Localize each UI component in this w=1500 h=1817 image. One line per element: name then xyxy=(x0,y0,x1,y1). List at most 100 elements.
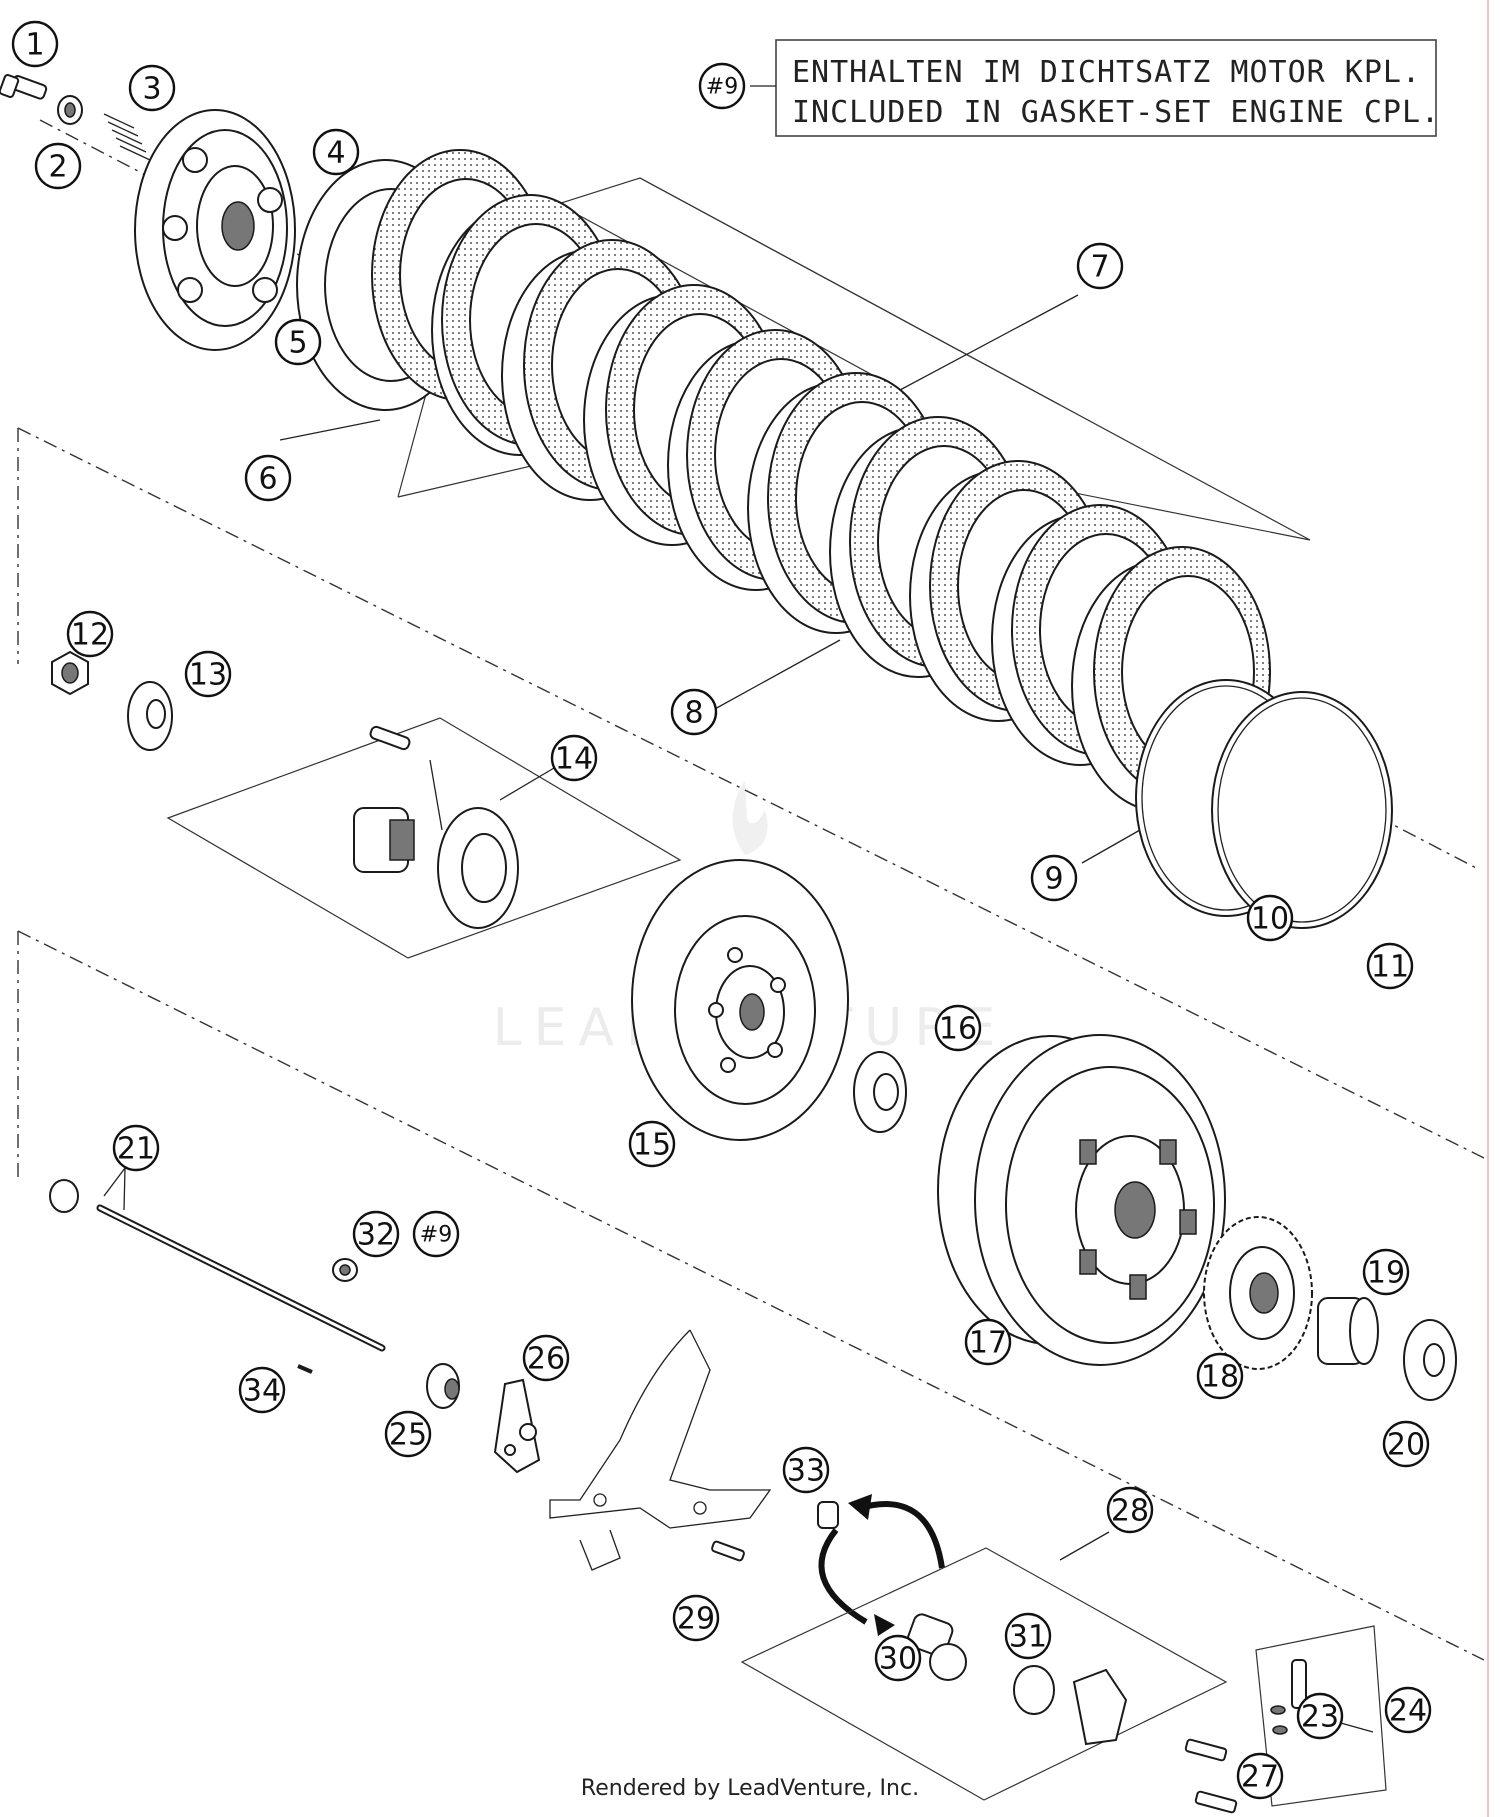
svg-text:33: 33 xyxy=(787,1454,825,1489)
callout-8: 8 xyxy=(670,688,718,736)
callout-13: 13 xyxy=(184,650,232,698)
screws-27 xyxy=(1184,1738,1238,1814)
svg-text:7: 7 xyxy=(1090,250,1109,285)
svg-text:25: 25 xyxy=(389,1418,427,1453)
svg-text:8: 8 xyxy=(684,696,703,731)
callout-31: 31 xyxy=(1004,1612,1052,1660)
footer-credit: Rendered by LeadVenture, Inc. xyxy=(580,1776,920,1801)
rotation-arrow xyxy=(818,1494,945,1636)
nut-12 xyxy=(51,650,89,696)
svg-text:#9: #9 xyxy=(420,1223,452,1248)
callout-1: 1 xyxy=(11,20,59,68)
callout-11: 11 xyxy=(1366,942,1414,990)
callout-21: 21 xyxy=(112,1124,160,1172)
callout-18: 18 xyxy=(1196,1352,1244,1400)
svg-text:#9: #9 xyxy=(706,75,738,100)
callout-32: 32 xyxy=(352,1210,400,1258)
pressure-plate-4 xyxy=(134,109,296,351)
svg-text:24: 24 xyxy=(1389,1694,1427,1729)
callout-7: 7 xyxy=(1076,242,1124,290)
svg-text:13: 13 xyxy=(189,658,227,693)
svg-text:15: 15 xyxy=(633,1128,671,1163)
callout-23: 23 xyxy=(1296,1692,1344,1740)
callout-20: 20 xyxy=(1382,1420,1430,1468)
svg-text:19: 19 xyxy=(1367,1256,1405,1291)
callout-3: 3 xyxy=(128,64,176,112)
push-rod-21 xyxy=(49,1179,386,1352)
inner-hub-15 xyxy=(631,859,849,1141)
callout-4: 4 xyxy=(312,128,360,176)
svg-text:3: 3 xyxy=(142,72,161,107)
callout-28: 28 xyxy=(1106,1486,1154,1534)
callout-2: 2 xyxy=(34,142,82,190)
svg-text:30: 30 xyxy=(879,1642,917,1677)
callout-5: 5 xyxy=(274,318,322,366)
callout-14: 14 xyxy=(550,734,598,782)
ring-11 xyxy=(1211,691,1393,929)
svg-text:20: 20 xyxy=(1387,1428,1425,1463)
washer-2 xyxy=(57,95,83,125)
callout-15: 15 xyxy=(628,1120,676,1168)
svg-text:21: 21 xyxy=(117,1132,155,1167)
svg-text:4: 4 xyxy=(326,136,345,171)
callout-33: 33 xyxy=(782,1446,830,1494)
svg-text:29: 29 xyxy=(677,1602,715,1637)
callout-6: 6 xyxy=(244,454,292,502)
callout-26: 26 xyxy=(522,1334,570,1382)
callout-10: 10 xyxy=(1246,894,1294,942)
callout-34: 34 xyxy=(238,1366,286,1414)
gear-18 xyxy=(1203,1216,1313,1370)
pin-34 xyxy=(297,1364,313,1374)
note-line-1: ENTHALTEN IM DICHTSATZ MOTOR KPL. xyxy=(792,55,1421,90)
svg-text:11: 11 xyxy=(1371,950,1409,985)
callout-29: 29 xyxy=(672,1594,720,1642)
svg-text:1: 1 xyxy=(25,28,44,63)
svg-text:10: 10 xyxy=(1251,902,1289,937)
callout-9: 9 xyxy=(1030,854,1078,902)
callout-16: 16 xyxy=(934,1004,982,1052)
svg-text:23: 23 xyxy=(1301,1700,1339,1735)
svg-text:2: 2 xyxy=(48,150,67,185)
svg-text:34: 34 xyxy=(243,1374,281,1409)
callout-24: 24 xyxy=(1384,1686,1432,1734)
callout-25: 25 xyxy=(384,1410,432,1458)
thrust-washer-16 xyxy=(853,1051,907,1133)
release-lever-26 xyxy=(493,1378,541,1474)
svg-text:17: 17 xyxy=(969,1326,1007,1361)
svg-text:32: 32 xyxy=(357,1218,395,1253)
washer-20 xyxy=(1403,1319,1457,1401)
svg-text:6: 6 xyxy=(258,462,277,497)
seal-32 xyxy=(332,1258,358,1282)
svg-text:28: 28 xyxy=(1111,1494,1149,1529)
screw-29 xyxy=(711,1540,745,1562)
pressure-cap-screw xyxy=(0,74,48,100)
svg-text:31: 31 xyxy=(1009,1620,1047,1655)
damper-assembly-14 xyxy=(166,717,682,959)
callout-30: 30 xyxy=(874,1634,922,1682)
svg-text:27: 27 xyxy=(1241,1760,1279,1795)
callout-27: 27 xyxy=(1236,1752,1284,1800)
svg-text:5: 5 xyxy=(288,326,307,361)
callout-hash-9: #9 xyxy=(412,1210,460,1258)
callout-17: 17 xyxy=(964,1318,1012,1366)
callout-12: 12 xyxy=(66,610,114,658)
pin-33 xyxy=(817,1501,839,1529)
svg-text:16: 16 xyxy=(939,1012,977,1047)
clutch-basket-17 xyxy=(937,1034,1226,1366)
needle-bearing-19 xyxy=(1317,1297,1379,1365)
gasket-set-note: ENTHALTEN IM DICHTSATZ MOTOR KPL. INCLUD… xyxy=(750,39,1440,137)
bearing-25 xyxy=(426,1363,460,1409)
svg-text:18: 18 xyxy=(1201,1360,1239,1395)
callout-note-ref: #9 xyxy=(698,62,746,110)
callout-19: 19 xyxy=(1362,1248,1410,1296)
svg-text:26: 26 xyxy=(527,1342,565,1377)
svg-text:12: 12 xyxy=(71,618,109,653)
spring-3 xyxy=(103,113,151,161)
svg-text:14: 14 xyxy=(555,742,593,777)
note-line-2: INCLUDED IN GASKET-SET ENGINE CPL. xyxy=(792,95,1440,130)
slave-cylinder-assembly-28 xyxy=(740,1547,1228,1801)
mounting-bracket xyxy=(549,1329,772,1571)
svg-text:9: 9 xyxy=(1044,862,1063,897)
